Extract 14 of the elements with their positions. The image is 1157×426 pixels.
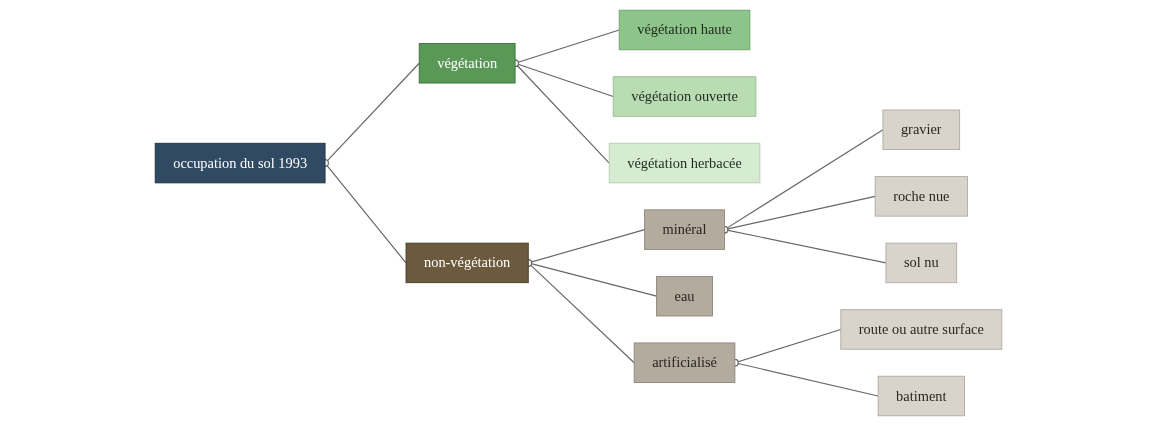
node-box: non-végétation bbox=[405, 242, 529, 284]
node-box: artificialisé bbox=[633, 342, 736, 383]
node-box: gravier bbox=[882, 109, 961, 151]
node-box: végétation bbox=[418, 43, 516, 84]
node-box: roche nue bbox=[874, 176, 968, 217]
node-box: végétation haute bbox=[618, 9, 751, 51]
node-box: eau bbox=[656, 275, 713, 317]
node-box: route ou autre surface bbox=[840, 309, 1003, 350]
node-box: végétation ouverte bbox=[612, 76, 757, 117]
node-box: occupation du sol 1993 bbox=[154, 142, 326, 184]
node-box: minéral bbox=[644, 209, 725, 250]
node-box: batiment bbox=[877, 375, 965, 417]
node-box: végétation herbacée bbox=[608, 142, 761, 184]
node-box: sol nu bbox=[885, 242, 958, 284]
